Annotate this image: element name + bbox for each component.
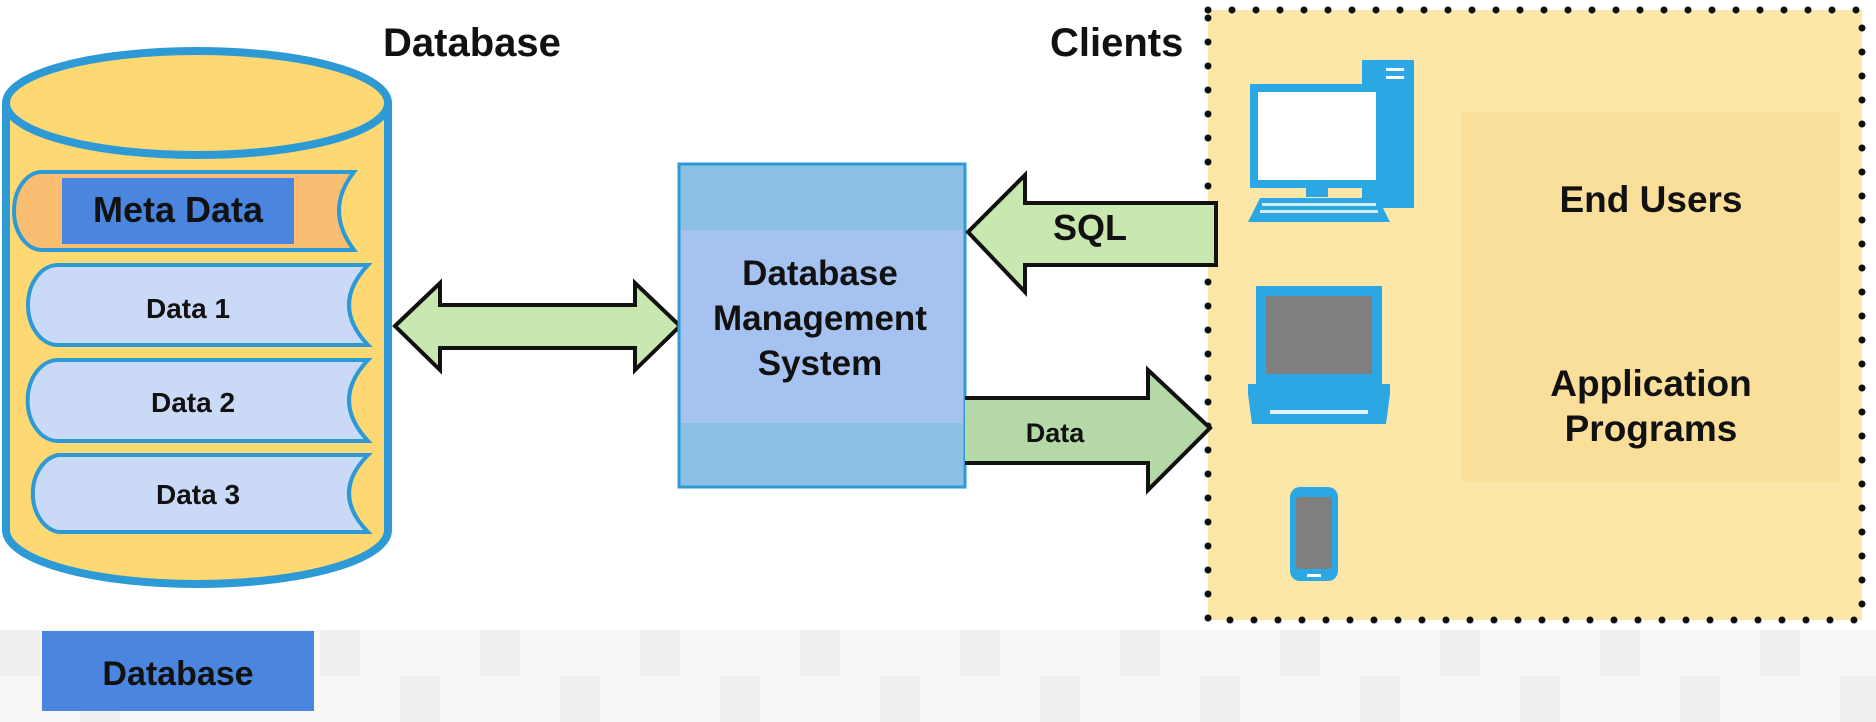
sql-arrow: SQL bbox=[965, 170, 1218, 298]
data-row-2-label: Data 2 bbox=[151, 387, 235, 418]
client-types-panel bbox=[1462, 112, 1840, 482]
bidirectional-arrow bbox=[392, 278, 683, 375]
application-label-line-1: Application bbox=[1550, 363, 1751, 404]
data-row-3-label: Data 3 bbox=[156, 479, 240, 510]
data-row-3: Data 3 bbox=[30, 453, 373, 534]
data-row-2: Data 2 bbox=[25, 358, 373, 443]
database-heading: Database bbox=[383, 21, 561, 65]
data-arrow-label: Data bbox=[1026, 418, 1086, 448]
end-users-label: End Users bbox=[1559, 179, 1742, 220]
dbms-label-line-3: System bbox=[758, 344, 883, 383]
mobile-phone-icon bbox=[1290, 487, 1338, 581]
dbms-label-line-1: Database bbox=[742, 254, 898, 293]
clients-heading: Clients bbox=[1050, 21, 1183, 65]
data-row-1: Data 1 bbox=[26, 263, 373, 347]
data-row-1-label: Data 1 bbox=[146, 293, 230, 324]
dbms-box: Database Management System bbox=[677, 162, 967, 489]
database-footer-button[interactable]: Database bbox=[42, 631, 314, 711]
meta-data-row: Meta Data bbox=[12, 170, 359, 252]
application-label-line-2: Programs bbox=[1565, 408, 1738, 449]
sql-arrow-label: SQL bbox=[1053, 207, 1127, 248]
laptop-icon bbox=[1248, 286, 1390, 424]
data-arrow: Data bbox=[965, 365, 1213, 495]
meta-data-label-box bbox=[62, 178, 294, 244]
desktop-computer-icon bbox=[1248, 60, 1414, 222]
meta-data-label: Meta Data bbox=[93, 189, 264, 230]
dbms-label-line-2: Management bbox=[713, 299, 927, 338]
database-footer-button-label: Database bbox=[102, 655, 253, 693]
